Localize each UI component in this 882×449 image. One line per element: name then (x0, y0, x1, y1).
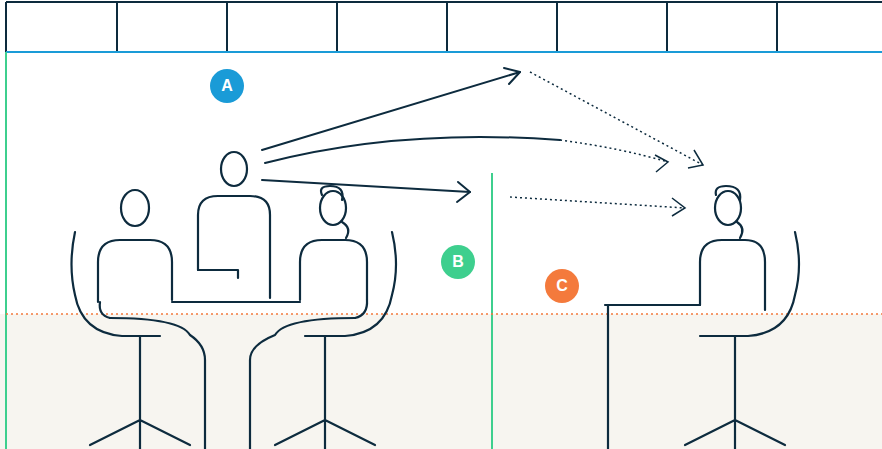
circle-fill (210, 69, 244, 103)
callout-circle: A (210, 69, 244, 103)
callout-circle: C (545, 269, 579, 303)
circle-fill (545, 269, 579, 303)
circle-fill (441, 245, 475, 279)
arrow-tips (655, 150, 703, 216)
sound-paths (262, 68, 560, 202)
partition-line (491, 173, 493, 449)
wall-line (5, 52, 7, 449)
reflected-paths (510, 72, 703, 208)
people (72, 152, 800, 449)
callout-letter: C (556, 278, 568, 294)
callout-circle: B (441, 245, 475, 279)
callout-letter: A (221, 78, 233, 94)
floor-line (6, 313, 882, 315)
floor (0, 314, 882, 449)
ceiling-line (6, 51, 882, 53)
ceiling-tiles (6, 2, 882, 52)
callout-letter: B (452, 254, 464, 270)
